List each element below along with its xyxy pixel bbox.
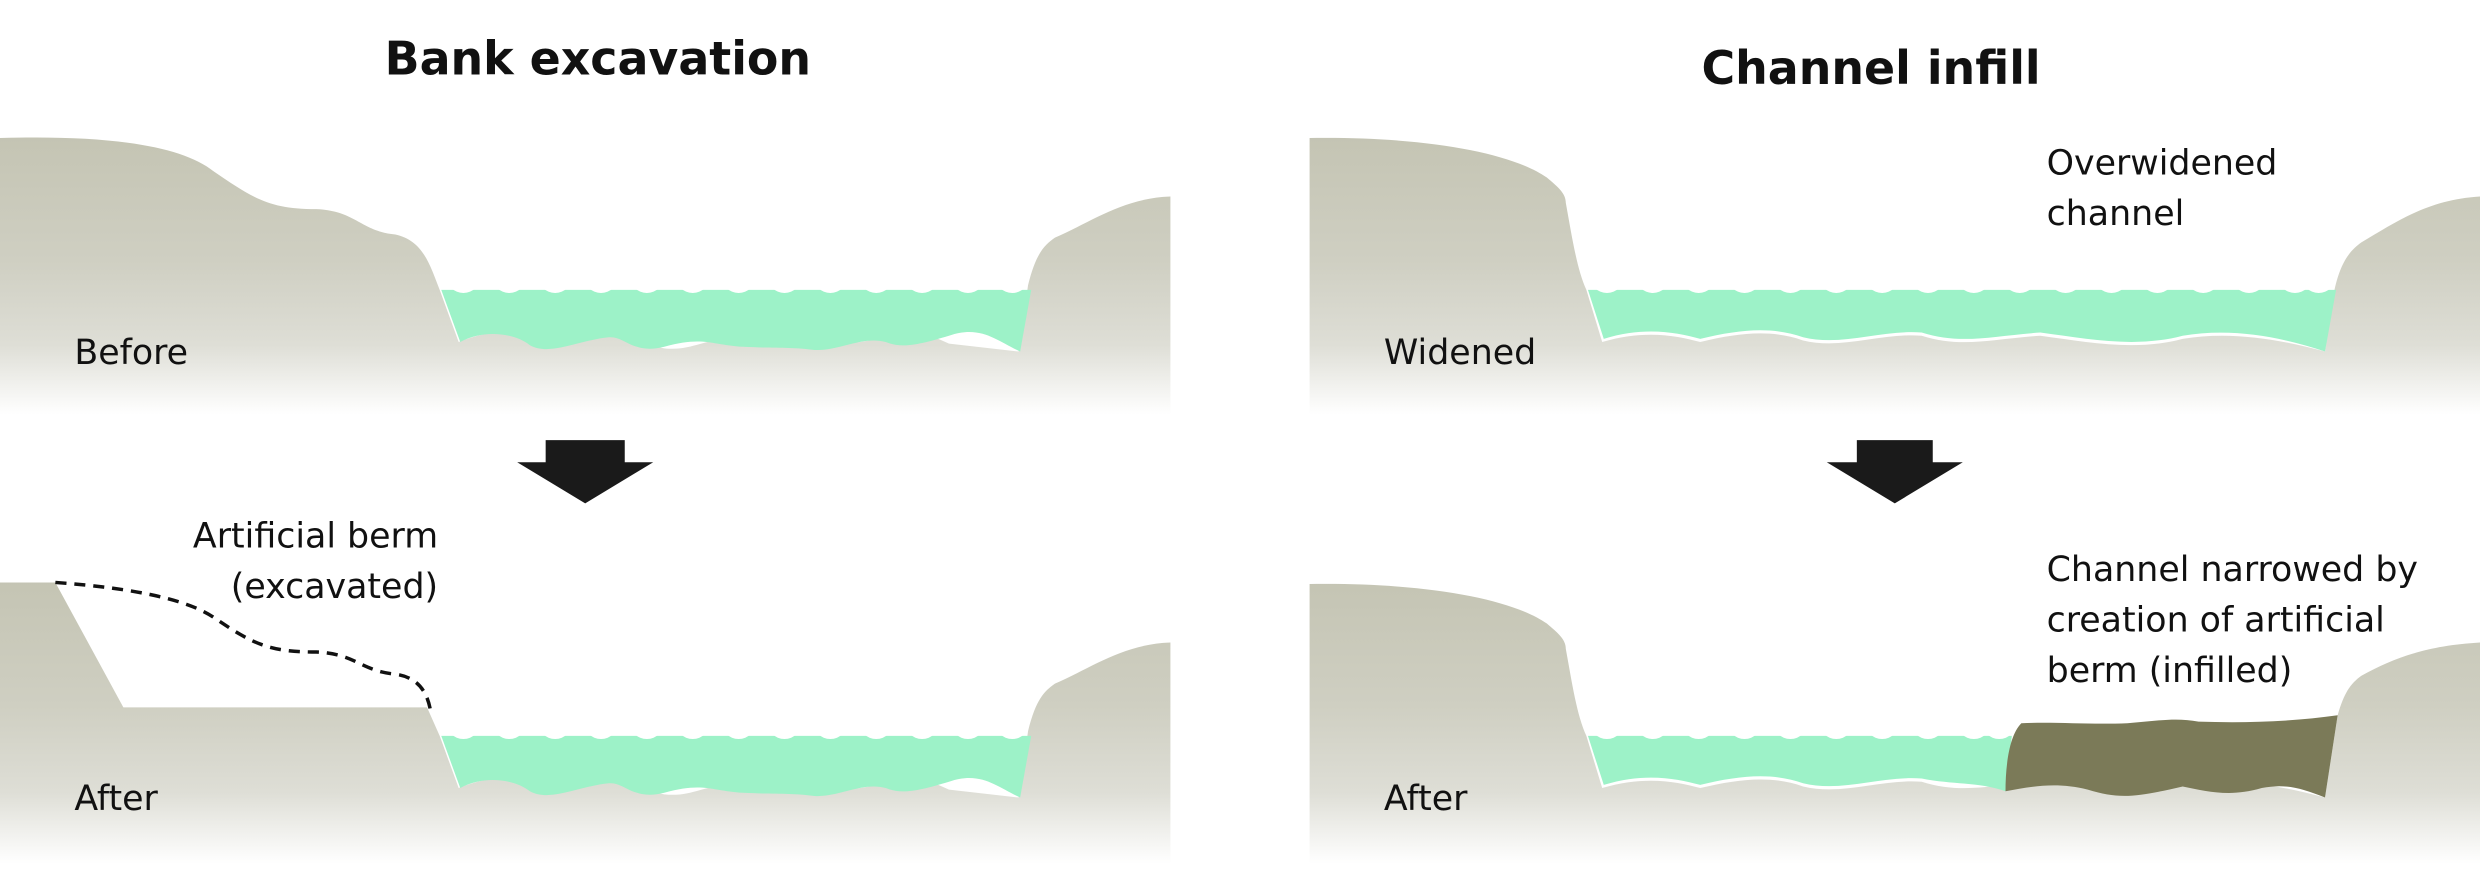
- artificial-berm-infill: [2005, 715, 2338, 798]
- after-label: After: [1384, 779, 1468, 819]
- annotation-line: Artificial berm: [193, 517, 438, 557]
- right-before-cross-section: Widened Overwidened channel: [1309, 137, 2480, 415]
- water: [1587, 289, 2337, 352]
- water: [441, 735, 1032, 798]
- water-surface-scallops: [1589, 704, 2017, 740]
- annotation-line: channel: [2047, 194, 2185, 234]
- right-after-cross-section: Channel narrowed by creation of artifici…: [1309, 550, 2480, 864]
- land: [1309, 137, 2480, 415]
- land: [1309, 583, 2480, 864]
- left-before-cross-section: Before: [0, 137, 1171, 415]
- annotation-line: Channel narrowed by: [2047, 550, 2418, 590]
- water-surface-scallops: [446, 258, 1030, 293]
- excavated-berm-outline: [55, 580, 432, 710]
- before-label: Before: [74, 333, 188, 373]
- annotation-line: (excavated): [231, 567, 438, 607]
- after-label: After: [74, 779, 158, 819]
- annotation-line: creation of artificial: [2047, 600, 2385, 640]
- land: [0, 137, 1171, 415]
- down-arrow-icon: [517, 440, 654, 504]
- left-panel-title: Bank excavation: [385, 32, 811, 86]
- annotation-line: berm (infilled): [2047, 651, 2293, 691]
- water: [441, 289, 1032, 352]
- left-after-cross-section: Artificial berm (excavated) After: [0, 517, 1171, 864]
- widened-label: Widened: [1384, 333, 1536, 373]
- annotation-line: Overwidened: [2047, 143, 2278, 183]
- right-panel-title: Channel infill: [1702, 41, 2041, 95]
- water-surface-scallops: [446, 704, 1030, 740]
- land: [0, 582, 1171, 864]
- down-arrow-icon: [1826, 440, 1963, 504]
- water: [1587, 735, 2012, 792]
- water-surface-scallops: [1589, 258, 2337, 293]
